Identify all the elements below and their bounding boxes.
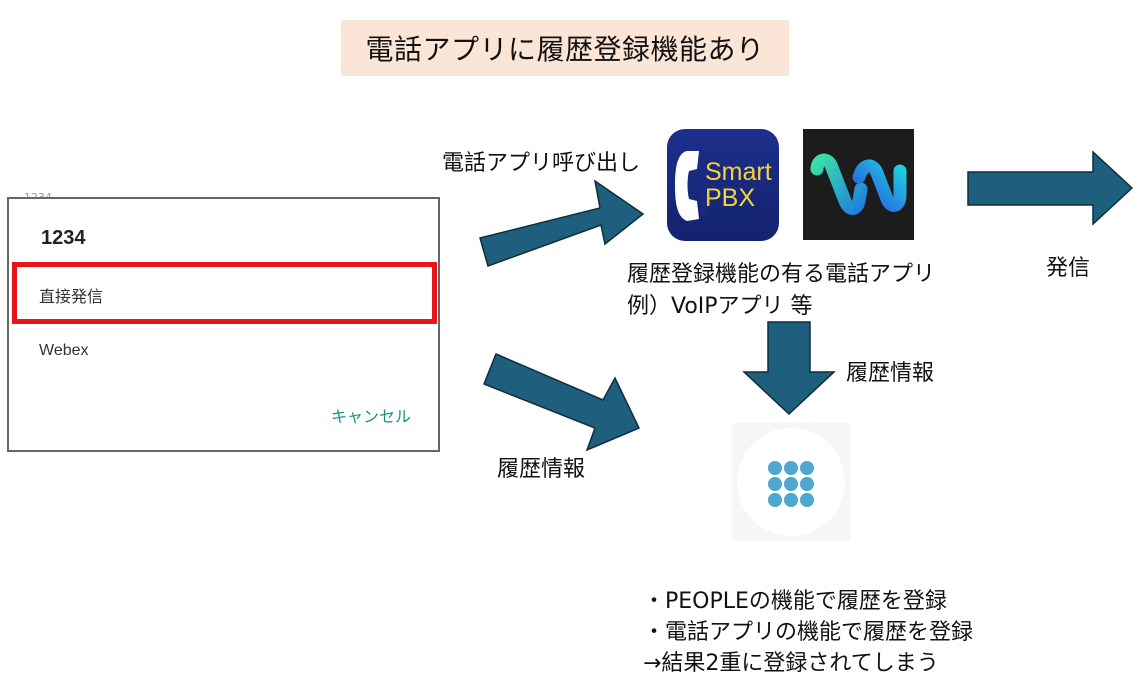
arrow-dial-out xyxy=(967,150,1134,226)
webex-icon[interactable] xyxy=(803,129,914,240)
note-line: →結果2重に登録されてしまう xyxy=(643,651,939,676)
diagram-title: 電話アプリに履歴登録機能あり xyxy=(341,20,789,76)
dialed-number: 1234 xyxy=(41,227,86,249)
label-history-left: 履歴情報 xyxy=(497,457,586,482)
note-line: ・電話アプリの機能で履歴を登録 xyxy=(643,620,974,645)
apps-caption-line1: 履歴登録機能の有る電話アプリ xyxy=(627,262,936,287)
label-call-app: 電話アプリ呼び出し xyxy=(442,151,641,176)
phone-handset-icon xyxy=(675,151,708,221)
apps-caption-line2: 例）VoIPアプリ 等 xyxy=(627,294,813,319)
pbx-label-smart: Smart xyxy=(705,158,772,186)
highlight-box xyxy=(12,262,437,324)
pbx-label-pbx: PBX xyxy=(705,184,756,212)
label-history-right: 履歴情報 xyxy=(846,361,935,386)
option-direct-call[interactable]: 直接発信 xyxy=(39,287,104,306)
smart-pbx-icon[interactable]: Smart PBX xyxy=(667,129,779,241)
notes-block: ・PEOPLEの機能で履歴を登録 ・電話アプリの機能で履歴を登録 →結果2重に登… xyxy=(643,586,973,679)
call-chooser-dialog: 1234 直接発信 Webex キャンセル xyxy=(7,197,440,452)
arrow-to-people xyxy=(483,353,641,452)
keypad-dots-icon xyxy=(768,461,814,507)
arrow-down-history xyxy=(742,321,836,416)
option-webex[interactable]: Webex xyxy=(39,342,89,359)
note-line: ・PEOPLEの機能で履歴を登録 xyxy=(643,589,947,614)
background-number: 1234 xyxy=(24,192,52,198)
arrow-to-apps xyxy=(479,179,645,267)
cancel-button[interactable]: キャンセル xyxy=(331,407,412,426)
people-keypad-icon[interactable] xyxy=(732,423,850,541)
label-dial-out: 発信 xyxy=(1046,256,1091,281)
